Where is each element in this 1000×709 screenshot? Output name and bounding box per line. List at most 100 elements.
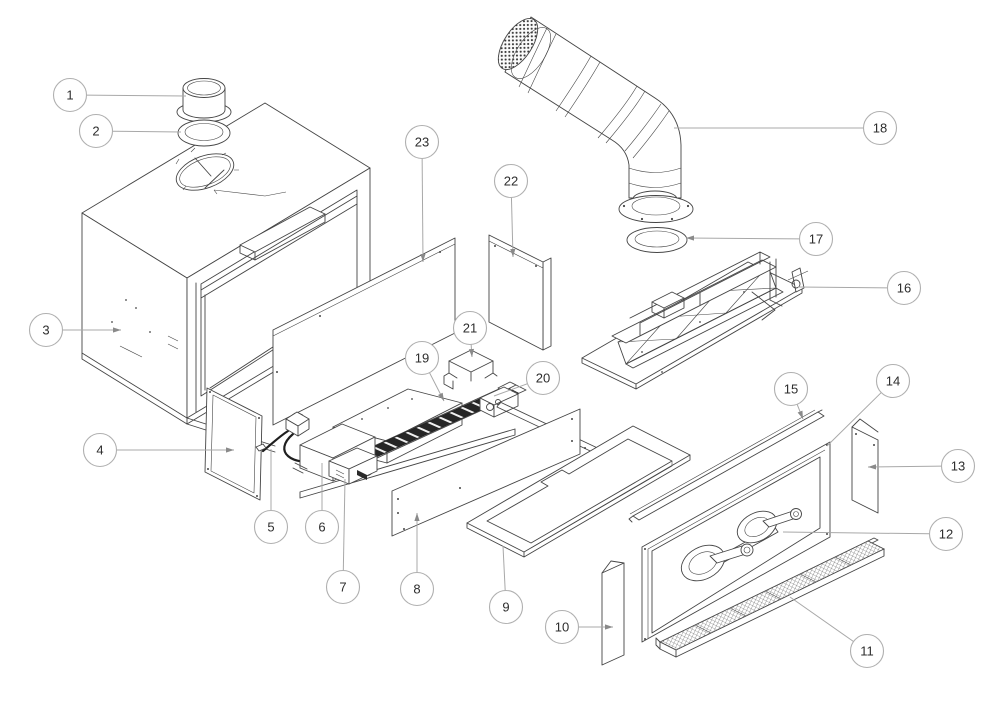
leader-line-17 <box>685 237 800 240</box>
callout-23: 23 <box>404 124 440 263</box>
callout-balloon-14 <box>875 363 911 399</box>
callout-4: 4 <box>82 432 234 468</box>
callout-number-11: 11 <box>860 644 874 659</box>
leader-arrowhead-3 <box>113 327 121 333</box>
callout-number-21: 21 <box>463 321 477 336</box>
callout-2: 2 <box>78 113 182 149</box>
leader-line-13 <box>867 465 942 468</box>
part-left-trim <box>601 560 625 666</box>
callout-balloon-7 <box>325 569 361 605</box>
leader-line-16 <box>797 286 888 289</box>
callout-5: 5 <box>253 449 289 545</box>
callout-balloon-8 <box>399 571 435 607</box>
leader-line-11 <box>789 596 854 642</box>
part-flue-collar <box>176 78 232 123</box>
part-side-panel-right <box>488 234 552 351</box>
callout-balloon-3 <box>28 312 64 348</box>
callout-balloon-12 <box>928 516 964 552</box>
leader-arrowhead-17 <box>686 235 695 241</box>
callout-13: 13 <box>867 448 976 484</box>
callout-16: 16 <box>797 270 922 306</box>
callout-11: 11 <box>789 596 885 669</box>
callout-balloon-15 <box>773 371 809 407</box>
callout-15: 15 <box>773 371 809 420</box>
part-collar-gasket <box>177 119 231 147</box>
leader-line-22 <box>510 197 514 258</box>
leader-arrowhead-19 <box>438 392 444 401</box>
leader-arrowhead-23 <box>420 253 426 262</box>
callout-balloon-6 <box>304 509 340 545</box>
callout-number-19: 19 <box>415 351 429 366</box>
callout-balloon-22 <box>493 163 529 199</box>
leader-arrowhead-15 <box>797 410 803 419</box>
callout-balloon-9 <box>488 589 524 625</box>
callout-number-4: 4 <box>96 443 103 458</box>
callout-14: 14 <box>826 363 911 447</box>
leader-line-14 <box>826 392 882 447</box>
callout-number-23: 23 <box>415 135 429 150</box>
callout-balloon-1 <box>52 77 88 113</box>
callout-12: 12 <box>782 516 964 552</box>
part-right-trim <box>851 418 879 514</box>
callout-number-3: 3 <box>42 323 49 338</box>
callout-balloon-16 <box>886 270 922 306</box>
callout-number-8: 8 <box>413 582 420 597</box>
callout-number-17: 17 <box>809 232 823 247</box>
part-louver-grille <box>655 537 886 658</box>
callout-number-7: 7 <box>339 580 346 595</box>
callout-number-22: 22 <box>504 174 518 189</box>
callout-number-5: 5 <box>267 520 274 535</box>
callout-balloon-20 <box>525 360 561 396</box>
callout-balloon-21 <box>452 310 488 346</box>
leader-arrowhead-21 <box>468 348 475 357</box>
callout-3: 3 <box>28 312 121 348</box>
callout-17: 17 <box>685 221 834 257</box>
part-pipe-gasket <box>626 227 688 253</box>
leader-line-7 <box>342 478 346 571</box>
leader-line-2 <box>112 130 182 133</box>
callout-number-9: 9 <box>502 600 509 615</box>
callout-7: 7 <box>325 478 361 605</box>
callout-number-14: 14 <box>886 374 900 389</box>
leader-line-9 <box>502 545 506 591</box>
callout-balloon-18 <box>862 110 898 146</box>
callout-6: 6 <box>304 463 340 545</box>
callout-balloon-13 <box>940 448 976 484</box>
callout-number-18: 18 <box>873 121 887 136</box>
callout-18: 18 <box>674 110 898 146</box>
callout-10: 10 <box>544 609 613 645</box>
callout-balloon-5 <box>253 509 289 545</box>
leader-line-12 <box>782 531 930 535</box>
callout-9: 9 <box>488 545 524 625</box>
part-bracket-cover <box>443 349 498 390</box>
callout-8: 8 <box>399 513 435 607</box>
part-lower-front-panel <box>391 408 581 537</box>
part-flex-pipe <box>497 16 694 223</box>
callout-balloon-11 <box>849 633 885 669</box>
callout-balloon-17 <box>798 221 834 257</box>
callout-number-20: 20 <box>536 371 550 386</box>
part-top-rail <box>628 409 825 523</box>
callout-number-16: 16 <box>897 281 911 296</box>
leader-arrowhead-22 <box>510 248 516 257</box>
callout-number-10: 10 <box>555 620 569 635</box>
callout-number-12: 12 <box>939 527 953 542</box>
callout-balloon-4 <box>82 432 118 468</box>
callout-number-15: 15 <box>784 382 798 397</box>
part-grate-frame <box>581 251 809 390</box>
callout-19: 19 <box>404 340 445 402</box>
leader-arrowhead-8 <box>414 513 420 521</box>
callout-balloon-10 <box>544 609 580 645</box>
leader-arrowhead-13 <box>868 464 877 470</box>
callout-number-13: 13 <box>951 459 965 474</box>
leader-line-1 <box>86 94 187 97</box>
part-suction-cups <box>680 508 802 582</box>
part-battery-box <box>328 447 378 485</box>
callout-21: 21 <box>452 310 488 358</box>
callout-number-2: 2 <box>92 124 99 139</box>
part-firebox <box>81 102 371 453</box>
callout-1: 1 <box>52 77 187 113</box>
